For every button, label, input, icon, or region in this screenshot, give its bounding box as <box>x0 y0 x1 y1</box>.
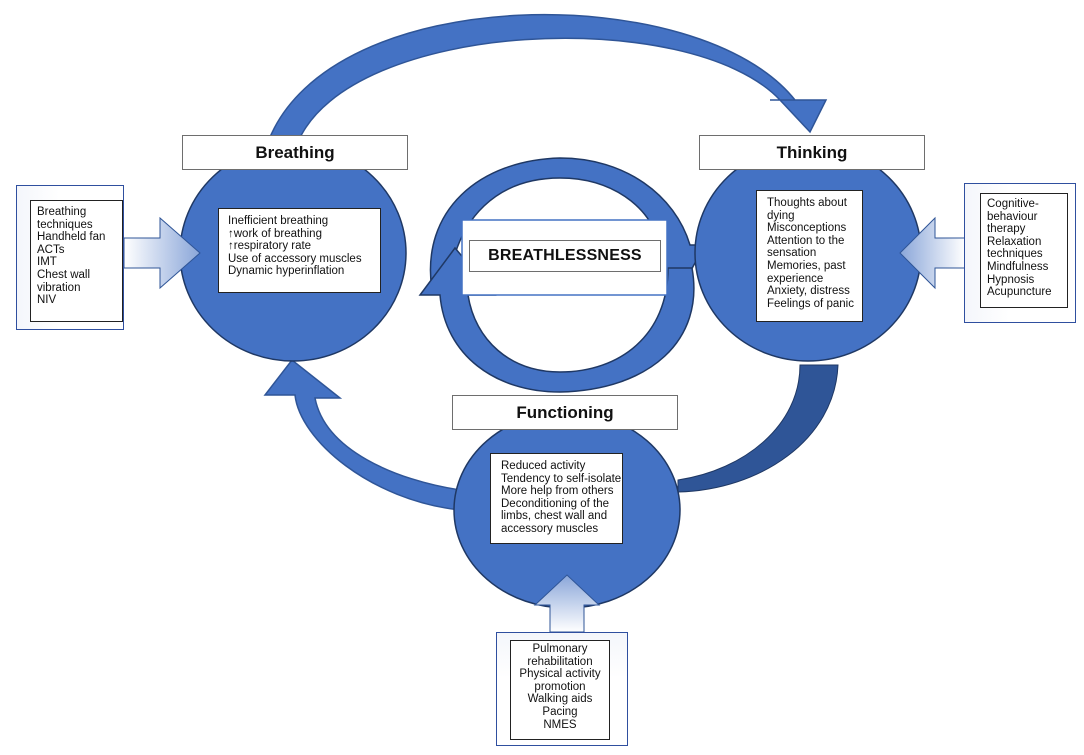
breathing-factors: Inefficient breathing ↑work of breathing… <box>218 208 381 293</box>
thinking-intervention: techniques <box>987 248 1043 261</box>
breathing-factor: Dynamic hyperinflation <box>228 265 345 278</box>
functioning-intervention: Pacing <box>542 705 578 718</box>
breathing-interventions: Breathing techniques Handheld fan ACTs I… <box>30 200 123 322</box>
functioning-interventions: Pulmonary rehabilitation Physical activi… <box>510 640 610 740</box>
thinking-intervention: Mindfulness <box>987 260 1049 273</box>
thinking-factor: dying <box>767 209 795 222</box>
thinking-factor: experience <box>767 272 824 285</box>
breathing-intervention: IMT <box>37 256 57 269</box>
functioning-intervention-arrow <box>533 574 601 633</box>
thinking-factor: Memories, past <box>767 259 846 272</box>
functioning-intervention: rehabilitation <box>527 655 593 668</box>
thinking-intervention: Acupuncture <box>987 286 1052 299</box>
functioning-factor: limbs, chest wall and <box>501 510 608 523</box>
functioning-factor: Tendency to self-isolate <box>501 472 622 485</box>
breathing-factor: ↑work of breathing <box>228 227 322 240</box>
center-arc-bottom <box>418 246 695 393</box>
thinking-factor: Thoughts about <box>767 197 847 209</box>
breathing-intervention: Handheld fan <box>37 231 106 244</box>
functioning-intervention: promotion <box>534 680 586 693</box>
thinking-intervention: behaviour <box>987 210 1038 223</box>
breathing-title: Breathing <box>182 135 408 170</box>
breathing-intervention: ACTs <box>37 243 65 256</box>
functioning-factor: Deconditioning of the <box>501 497 610 510</box>
breathing-intervention: Breathing <box>37 206 87 218</box>
thinking-factors: Thoughts about dying Misconceptions Atte… <box>756 190 863 322</box>
breathing-intervention: Chest wall <box>37 268 91 281</box>
thinking-factor: Misconceptions <box>767 222 847 235</box>
thinking-title: Thinking <box>699 135 925 170</box>
thinking-intervention: Relaxation <box>987 235 1042 248</box>
thinking-intervention-arrow <box>899 216 966 290</box>
thinking-intervention: Cognitive- <box>987 198 1039 210</box>
arrow-functioning-to-breathing <box>263 358 461 511</box>
functioning-factors: Reduced activity Tendency to self-isolat… <box>490 453 623 544</box>
functioning-title: Functioning <box>452 395 678 430</box>
breathing-factor: Use of accessory muscles <box>228 252 362 265</box>
functioning-intervention: NMES <box>543 718 577 731</box>
arrow-thinking-to-functioning <box>677 364 839 493</box>
thinking-factor: sensation <box>767 247 817 260</box>
arrow-breathing-to-thinking <box>266 14 828 143</box>
thinking-factor: Anxiety, distress <box>767 285 850 298</box>
functioning-factor: accessory muscles <box>501 522 599 535</box>
thinking-interventions: Cognitive- behaviour therapy Relaxation … <box>980 193 1068 308</box>
thinking-intervention: Hypnosis <box>987 273 1035 286</box>
breathing-factor: Inefficient breathing <box>228 215 329 227</box>
functioning-factor: More help from others <box>501 485 614 498</box>
breathing-intervention-arrow <box>123 216 201 290</box>
breathing-intervention: vibration <box>37 281 81 294</box>
thinking-factor: Feelings of panic <box>767 297 854 310</box>
thinking-factor: Attention to the <box>767 234 845 247</box>
functioning-intervention: Pulmonary <box>532 643 588 655</box>
functioning-intervention: Walking aids <box>527 693 593 706</box>
thinking-intervention: therapy <box>987 223 1026 236</box>
breathlessness-label: BREATHLESSNESS <box>469 240 661 272</box>
functioning-intervention: Physical activity <box>519 668 601 681</box>
breathing-intervention: NIV <box>37 294 57 307</box>
breathing-factor: ↑respiratory rate <box>228 240 312 253</box>
breathing-intervention: techniques <box>37 218 93 231</box>
functioning-factor: Reduced activity <box>501 460 586 472</box>
